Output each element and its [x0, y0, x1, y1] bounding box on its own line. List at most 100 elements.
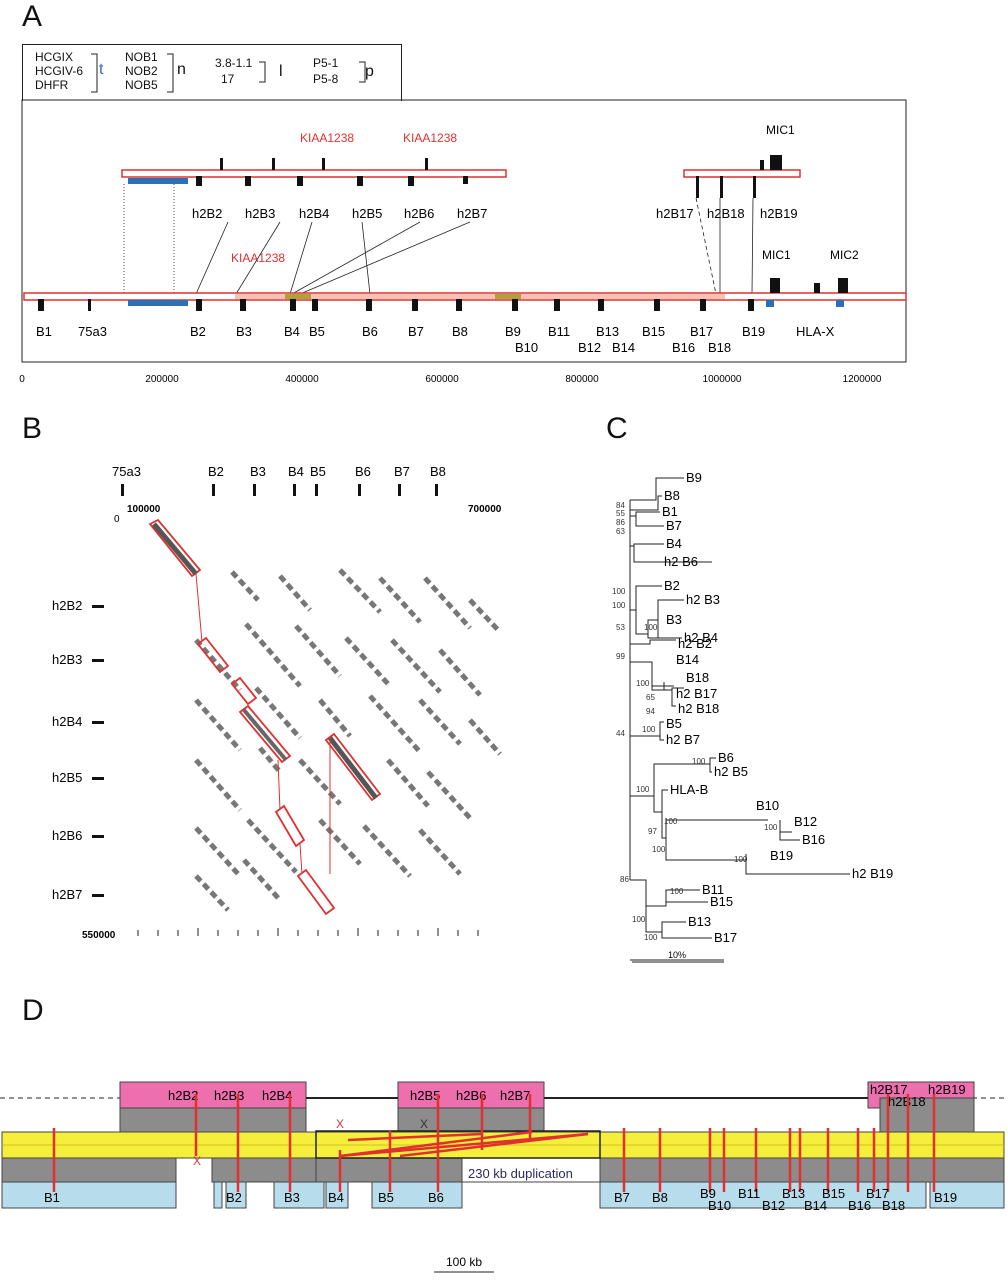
bs-100e: 100 [642, 725, 656, 734]
upper-blue-block [128, 178, 188, 184]
h2b3-label: h2B3 [245, 206, 275, 221]
dotplot-streaks [194, 568, 502, 912]
b-top-75a3: 75a3 [112, 464, 141, 479]
d-h2b5: h2B5 [410, 1088, 440, 1103]
a-axis-labels: 0 200000 400000 600000 800000 1000000 12… [19, 374, 882, 385]
panel-a-label: A [22, 0, 43, 33]
h2b2-label: h2B2 [192, 206, 222, 221]
b-top-ticks [121, 484, 438, 496]
d-h2b7: h2B7 [500, 1088, 530, 1103]
b-labels: B1 75a3 B2 B3 B4 B5 B6 B7 B8 B9 B10 B11 … [36, 324, 835, 355]
a-b13: B13 [596, 324, 619, 339]
d-b2: B2 [226, 1190, 242, 1205]
bs-100a: 100 [612, 587, 626, 596]
bs-100f: 100 [692, 757, 706, 766]
leaf-b9: B9 [686, 470, 702, 485]
leaf-h2b4: h2 B4 [684, 630, 718, 645]
d-b4: B4 [328, 1190, 344, 1205]
bs-100c: 100 [644, 623, 658, 632]
a-hlax: HLA-X [796, 324, 835, 339]
b-left-h2b6: h2B6 [52, 828, 82, 843]
leaf-hlab: HLA-B [670, 782, 708, 797]
a-tick-200k: 200000 [145, 374, 179, 385]
b-left-h2b7: h2B7 [52, 887, 82, 902]
b-bottom-ticks [137, 928, 479, 936]
leaf-b3: B3 [666, 612, 682, 627]
leaf-b15: B15 [710, 894, 733, 909]
a-b16: B16 [672, 340, 695, 355]
panel-b-dotplot: 75a3 B2 B3 B4 B5 B6 B7 B8 0 100000 70000… [52, 464, 502, 941]
d-b14: B14 [804, 1198, 827, 1213]
legend-l-1: 3.8-1.1 [215, 56, 253, 70]
leaf-b16: B16 [802, 832, 825, 847]
b-top-labels: 75a3 B2 B3 B4 B5 B6 B7 B8 [112, 464, 446, 479]
d-scale-label: 100 kb [446, 1255, 482, 1269]
d-b19: B19 [934, 1190, 957, 1205]
d-b18: B18 [882, 1198, 905, 1213]
d-h2b2: h2B2 [168, 1088, 198, 1103]
d-b15: B15 [822, 1186, 845, 1201]
bs-55: 55 [616, 509, 625, 518]
bs-86b: 86 [620, 875, 629, 884]
leaf-b10: B10 [756, 798, 779, 813]
d-h2b4: h2B4 [262, 1088, 292, 1103]
a-b1: B1 [36, 324, 52, 339]
b-axis-0: 0 [114, 514, 120, 525]
panel-d-label: D [22, 994, 44, 1027]
b-top-b2: B2 [208, 464, 224, 479]
a-tick-0: 0 [19, 374, 25, 385]
d-b11: B11 [738, 1186, 760, 1201]
bs-100d: 100 [636, 679, 650, 688]
bs-100n: 100 [644, 933, 658, 942]
mic1-bottom: MIC1 [762, 248, 791, 262]
legend-t-2: HCGIV-6 [35, 64, 84, 78]
b-left-h2b4: h2B4 [52, 714, 82, 729]
leaf-b18: B18 [686, 670, 709, 685]
a-tick-1000k: 1000000 [703, 374, 742, 385]
d-b8: B8 [652, 1190, 668, 1205]
leaf-h2b17: h2 B17 [676, 686, 717, 701]
a-b4: B4 [284, 324, 300, 339]
a-b15: B15 [642, 324, 665, 339]
d-b17: B17 [866, 1186, 889, 1201]
bs-100m: 100 [632, 915, 646, 924]
bs-53: 53 [616, 623, 625, 632]
legend-brackets [91, 53, 366, 93]
gene-family-legend: HCGIX HCGIV-6 DHFR t NOB1 NOB2 NOB5 n 3.… [22, 44, 402, 101]
leaf-b14: B14 [676, 652, 699, 667]
b-axis-100k: 100000 [127, 504, 161, 515]
panel-c-label: C [606, 412, 628, 445]
d-bottom-labels: B1 B2 B3 B4 B5 B6 B7 B8 B9 B10 B11 B12 B… [44, 1186, 957, 1213]
bs-100j: 100 [652, 845, 666, 854]
bs-94: 94 [646, 707, 655, 716]
legend-l-2: 17 [221, 72, 235, 86]
panel-d-model: h2B2 h2B3 h2B4 h2B5 h2B6 h2B7 h2B17 h2B1… [0, 1081, 1008, 1273]
bs-86a: 86 [616, 518, 625, 527]
leaf-h2b18: h2 B18 [678, 701, 719, 716]
h2b19-label: h2B19 [760, 206, 798, 221]
panel-a-frame [21, 99, 907, 363]
leaf-h2b19: h2 B19 [852, 866, 893, 881]
b-top-b4: B4 [288, 464, 304, 479]
legend-t-3: DHFR [35, 78, 69, 92]
dotplot-red-links [195, 573, 331, 875]
d-b9: B9 [700, 1186, 716, 1201]
a-75a3: 75a3 [78, 324, 107, 339]
h2b7-label: h2B7 [457, 206, 487, 221]
a-b7: B7 [408, 324, 424, 339]
tree-scale-label: 10% [668, 950, 686, 960]
leaf-b7: B7 [666, 518, 682, 533]
upper-contig-right [683, 169, 801, 178]
bs-100l: 100 [670, 887, 684, 896]
a-b11: B11 [548, 324, 570, 339]
b-top-b8: B8 [430, 464, 446, 479]
b-left-labels: h2B2 h2B3 h2B4 h2B5 h2B6 h2B7 [52, 598, 82, 902]
bs-99: 99 [616, 652, 625, 661]
bs-100k: 100 [734, 855, 748, 864]
mapping-lines [123, 184, 754, 295]
d-h2b6: h2B6 [456, 1088, 486, 1103]
h2b18-label: h2B18 [707, 206, 745, 221]
bs-65: 65 [646, 693, 655, 702]
a-tick-400k: 400000 [285, 374, 319, 385]
main-contig-fill [235, 294, 725, 299]
